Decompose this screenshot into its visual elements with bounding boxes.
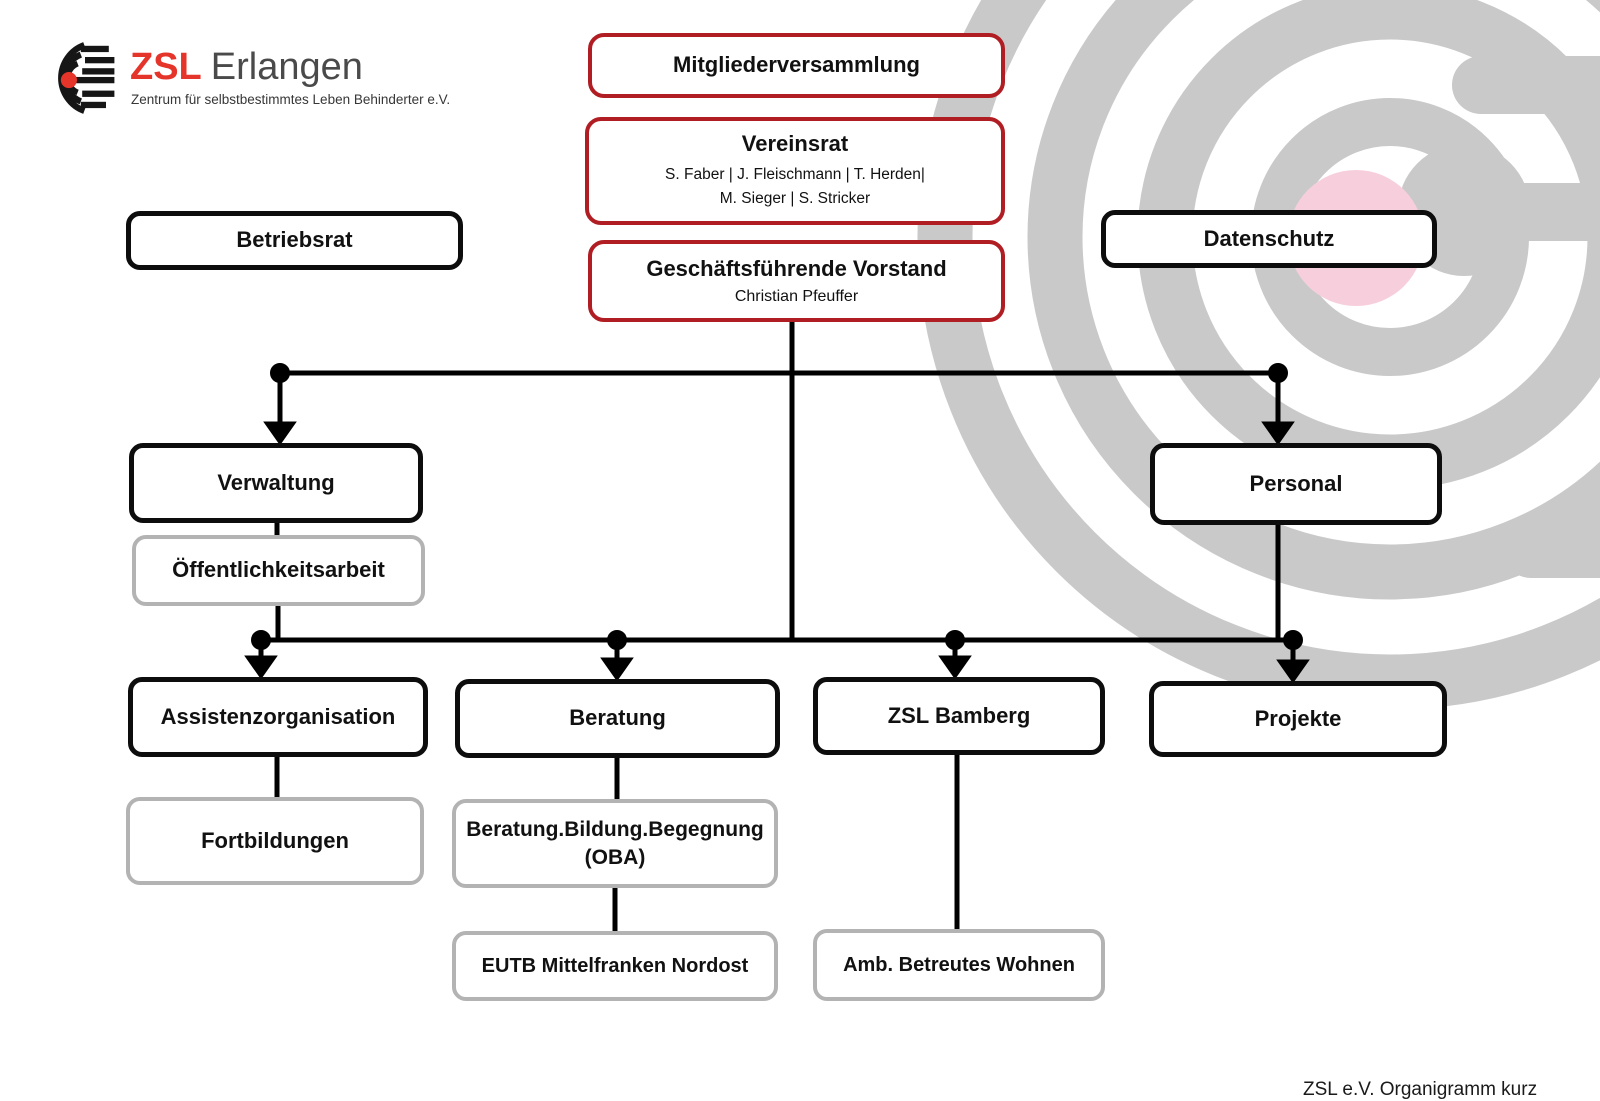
org-node-zsl-bamberg: ZSL Bamberg [813, 677, 1105, 755]
brand-city: Erlangen [210, 46, 363, 88]
vereinsrat-members: S. Faber | J. Fleischmann | T. Herden| M… [665, 166, 925, 208]
node-label: Beratung [569, 705, 666, 731]
node-label: Mitgliederversammlung [673, 52, 920, 78]
brand-subtitle: Zentrum für selbstbestimmtes Leben Behin… [131, 92, 451, 107]
org-node-vereinsrat: Vereinsrat S. Faber | J. Fleischmann | T… [585, 117, 1005, 225]
org-node-beratung: Beratung [455, 679, 780, 758]
node-label: Beratung.Bildung.Begegnung (OBA) [466, 818, 764, 869]
vorstand-person: Christian Pfeuffer [734, 288, 859, 306]
node-label: Fortbildungen [201, 827, 349, 853]
org-node-betriebsrat: Betriebsrat [126, 211, 463, 270]
node-label: Geschäftsführende Vorstand [646, 255, 947, 281]
node-label: Datenschutz [1203, 225, 1335, 251]
org-node-oeffentlichkeitsarbeit: Öffentlichkeitsarbeit [132, 535, 425, 606]
node-label: Personal [1249, 470, 1343, 496]
zsl-logo-icon [58, 42, 115, 114]
org-node-projekte: Projekte [1149, 681, 1447, 757]
node-label: Betriebsrat [236, 227, 353, 253]
node-label: Amb. Betreutes Wohnen [843, 954, 1075, 976]
org-node-mitgliederversammlung: Mitgliederversammlung [588, 33, 1005, 98]
node-label: Projekte [1254, 705, 1342, 731]
org-node-oba: Beratung.Bildung.Begegnung (OBA) [452, 799, 778, 888]
org-node-amb-betreutes-wohnen: Amb. Betreutes Wohnen [813, 929, 1105, 1001]
org-node-vorstand: Geschäftsführende Vorstand Christian Pfe… [588, 240, 1005, 322]
node-label: Verwaltung [217, 469, 335, 495]
org-node-fortbildungen: Fortbildungen [126, 797, 424, 885]
node-label: Assistenzorganisation [160, 703, 396, 729]
org-node-eutb: EUTB Mittelfranken Nordost [452, 931, 778, 1001]
org-node-verwaltung: Verwaltung [129, 443, 423, 523]
logo-red-dot [60, 72, 77, 89]
node-label: ZSL Bamberg [887, 702, 1031, 728]
footer-caption: ZSL e.V. Organigramm kurz [1303, 1079, 1538, 1100]
brand-zsl: ZSL [130, 46, 202, 88]
node-label: Vereinsrat [741, 130, 849, 156]
org-node-personal: Personal [1150, 443, 1442, 525]
org-node-datenschutz: Datenschutz [1101, 210, 1437, 268]
org-node-assistenzorganisation: Assistenzorganisation [128, 677, 428, 757]
node-label: EUTB Mittelfranken Nordost [481, 955, 749, 977]
node-label: Öffentlichkeitsarbeit [172, 557, 385, 583]
